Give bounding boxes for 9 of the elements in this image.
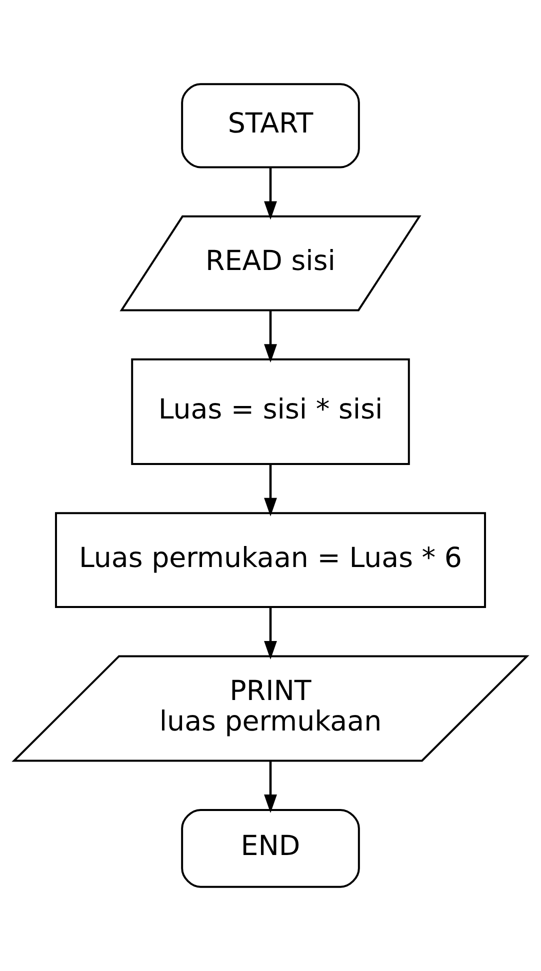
node-box: Luas permukaan = Luas * 6 (54, 512, 486, 608)
arrow (264, 310, 277, 363)
arrow (264, 607, 277, 660)
arrow (264, 464, 277, 516)
node-box: END (181, 808, 360, 888)
arrow (264, 168, 277, 220)
arrow (264, 760, 277, 814)
node-box: Luas = sisi * sisi (131, 358, 410, 465)
node-box: START (181, 83, 360, 168)
